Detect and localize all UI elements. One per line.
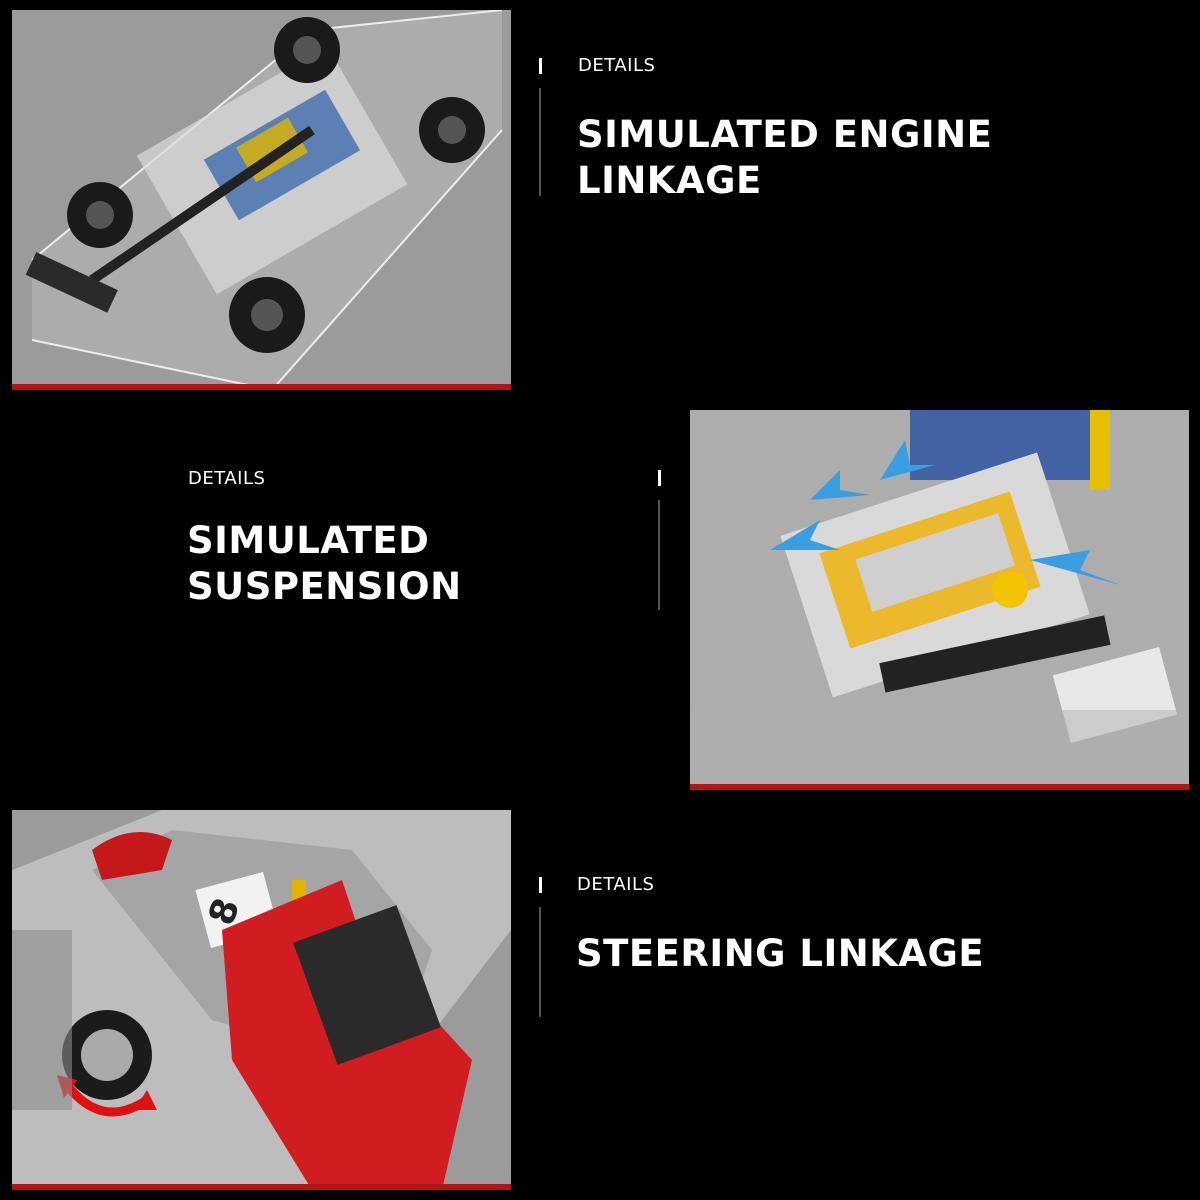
title-line: SIMULATED ENGINE (577, 113, 993, 156)
section-tick (539, 58, 542, 74)
chassis-photo (12, 10, 511, 390)
section-divider (658, 500, 660, 610)
section-title: STEERING LINKAGE (576, 931, 984, 977)
section-divider (539, 88, 541, 196)
title-line: STEERING LINKAGE (576, 932, 985, 975)
steering-illustration: 8 (12, 810, 511, 1190)
section-tick (658, 470, 661, 486)
title-line: LINKAGE (577, 159, 762, 202)
details-label: DETAILS (188, 468, 266, 489)
photo-accent-bar (12, 1184, 511, 1190)
section-tick (539, 877, 542, 893)
engine-illustration (690, 410, 1189, 790)
chassis-illustration (12, 10, 511, 390)
section-title: SIMULATED ENGINE LINKAGE (577, 112, 992, 204)
details-label: DETAILS (577, 874, 655, 895)
title-line: SUSPENSION (187, 565, 462, 608)
photo-accent-bar (690, 784, 1189, 790)
section-divider (539, 907, 541, 1017)
section-title: SIMULATED SUSPENSION (187, 518, 462, 610)
steering-photo: 8 (12, 810, 511, 1190)
title-line: SIMULATED (187, 519, 430, 562)
photo-accent-bar (12, 384, 511, 390)
engine-photo (690, 410, 1189, 790)
details-label: DETAILS (578, 55, 656, 76)
